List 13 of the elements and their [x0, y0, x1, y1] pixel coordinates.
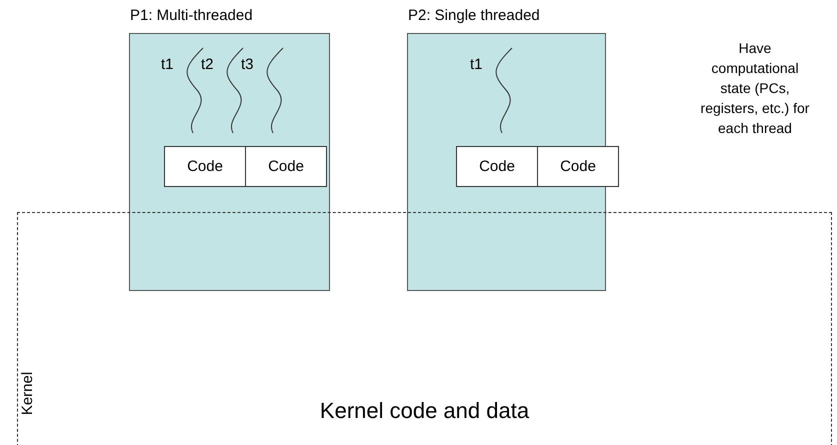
- code-segment: Code: [456, 146, 538, 187]
- thread-label: t1: [470, 56, 483, 73]
- process-title: P1: Multi-threaded: [130, 7, 253, 24]
- code-segment: Code: [537, 146, 619, 187]
- code-segment: Code: [164, 146, 246, 187]
- thread-label: t2: [201, 56, 214, 73]
- thread-label: t1: [161, 56, 174, 73]
- region-label: Kernel: [19, 372, 36, 416]
- process-title: P2: Single threaded: [408, 7, 540, 24]
- thread-label: t3: [241, 56, 254, 73]
- code-segment: Code: [245, 146, 327, 187]
- kernel-region: [17, 212, 832, 445]
- note-text: Have computational state (PCs, registers, etc.) for each thread: [700, 39, 810, 138]
